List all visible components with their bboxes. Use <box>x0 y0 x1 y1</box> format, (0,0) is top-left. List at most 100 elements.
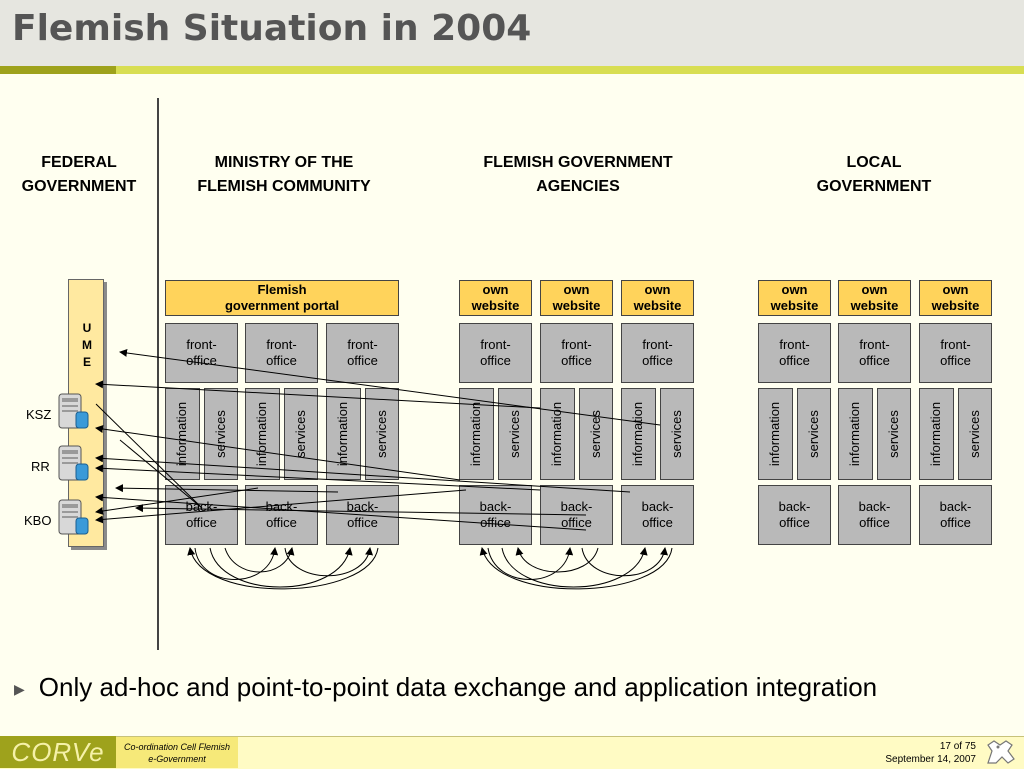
box-line: front- <box>347 337 378 352</box>
portal-line: Flemish <box>257 282 307 297</box>
back-office-box: back-office <box>758 485 831 545</box>
section-line: FLEMISH GOVERNMENT <box>483 154 673 171</box>
federal-divider <box>157 98 159 650</box>
information-label: information <box>630 401 646 467</box>
box-line: front- <box>642 337 673 352</box>
box-line: office <box>186 515 217 530</box>
exchange-arrow <box>501 547 648 588</box>
box-line: back- <box>560 499 593 514</box>
db-label-rr: RR <box>31 459 50 474</box>
services-box: services <box>958 388 992 480</box>
information-box: information <box>758 388 793 480</box>
box-line: back- <box>265 499 298 514</box>
box-line: office <box>859 515 890 530</box>
footer-org-line: e-Government <box>148 753 206 764</box>
box-line: front- <box>859 337 890 352</box>
information-label: information <box>928 401 944 467</box>
back-office-box: back-office <box>919 485 992 545</box>
services-label: services <box>588 410 603 458</box>
box-line: own <box>781 282 808 297</box>
services-box: services <box>579 388 613 480</box>
section-local-government: LOCAL GOVERNMENT <box>776 151 972 199</box>
box-line: front- <box>561 337 592 352</box>
information-box: information <box>245 388 280 480</box>
box-line: back- <box>939 499 972 514</box>
exchange-arrow <box>187 547 379 590</box>
box-line: back- <box>346 499 379 514</box>
back-office-box: back-office <box>459 485 532 545</box>
information-box: information <box>540 388 575 480</box>
exchange-arrow <box>479 547 673 590</box>
information-box: information <box>459 388 494 480</box>
back-office-box: back-office <box>326 485 399 545</box>
information-label: information <box>254 401 270 467</box>
ume-letter: U <box>82 321 92 335</box>
box-line: own <box>942 282 969 297</box>
title-bar <box>0 0 1024 66</box>
front-office-box: front-office <box>919 323 992 383</box>
services-label: services <box>213 410 228 458</box>
exchange-arrow <box>194 547 279 580</box>
flemish-lion-icon <box>987 740 1015 764</box>
box-line: website <box>770 298 819 313</box>
exchange-arrow <box>487 547 574 580</box>
section-line: GOVERNMENT <box>816 178 932 195</box>
ume-letter: M <box>82 338 92 352</box>
services-box: services <box>284 388 318 480</box>
corve-logo: CORVe <box>0 736 116 768</box>
information-label: information <box>468 401 484 467</box>
back-office-box: back-office <box>245 485 318 545</box>
box-line: office <box>561 353 592 368</box>
front-office-box: front-office <box>838 323 911 383</box>
information-label: information <box>767 401 783 467</box>
box-line: website <box>633 298 682 313</box>
box-line: website <box>552 298 601 313</box>
section-agencies: FLEMISH GOVERNMENT AGENCIES <box>450 151 706 199</box>
services-label: services <box>293 410 308 458</box>
db-label-kbo: KBO <box>24 513 52 528</box>
box-line: website <box>850 298 899 313</box>
box-line: back- <box>641 499 674 514</box>
information-box: information <box>838 388 873 480</box>
back-office-box: back-office <box>621 485 694 545</box>
box-line: own <box>644 282 671 297</box>
front-office-box: front-office <box>326 323 399 383</box>
box-line: website <box>931 298 980 313</box>
bullet-point: ▶Only ad-hoc and point-to-point data exc… <box>14 672 877 703</box>
section-ministry: MINISTRY OF THE FLEMISH COMMUNITY <box>168 151 400 199</box>
services-box: services <box>204 388 238 480</box>
exchange-arrow <box>224 547 295 573</box>
box-line: office <box>266 353 297 368</box>
bullet-triangle-icon: ▶ <box>14 680 25 697</box>
section-line: GOVERNMENT <box>21 178 137 195</box>
box-line: front- <box>779 337 810 352</box>
services-box: services <box>877 388 911 480</box>
services-box: services <box>797 388 831 480</box>
box-line: office <box>347 515 378 530</box>
server-icon <box>58 499 89 535</box>
box-line: office <box>347 353 378 368</box>
server-icon <box>58 393 89 429</box>
footer-page-info: 17 of 75 September 14, 2007 <box>885 740 976 766</box>
back-office-box: back-office <box>540 485 613 545</box>
information-label: information <box>549 401 565 467</box>
page-number: 17 of 75 <box>939 741 976 752</box>
box-line: office <box>940 353 971 368</box>
services-label: services <box>967 410 982 458</box>
box-line: office <box>186 353 217 368</box>
section-line: AGENCIES <box>536 178 620 195</box>
section-line: FEDERAL <box>41 154 117 171</box>
information-label: information <box>335 401 351 467</box>
portal-line: government portal <box>224 298 340 313</box>
box-line: front- <box>186 337 217 352</box>
services-label: services <box>886 410 901 458</box>
front-office-box: front-office <box>245 323 318 383</box>
